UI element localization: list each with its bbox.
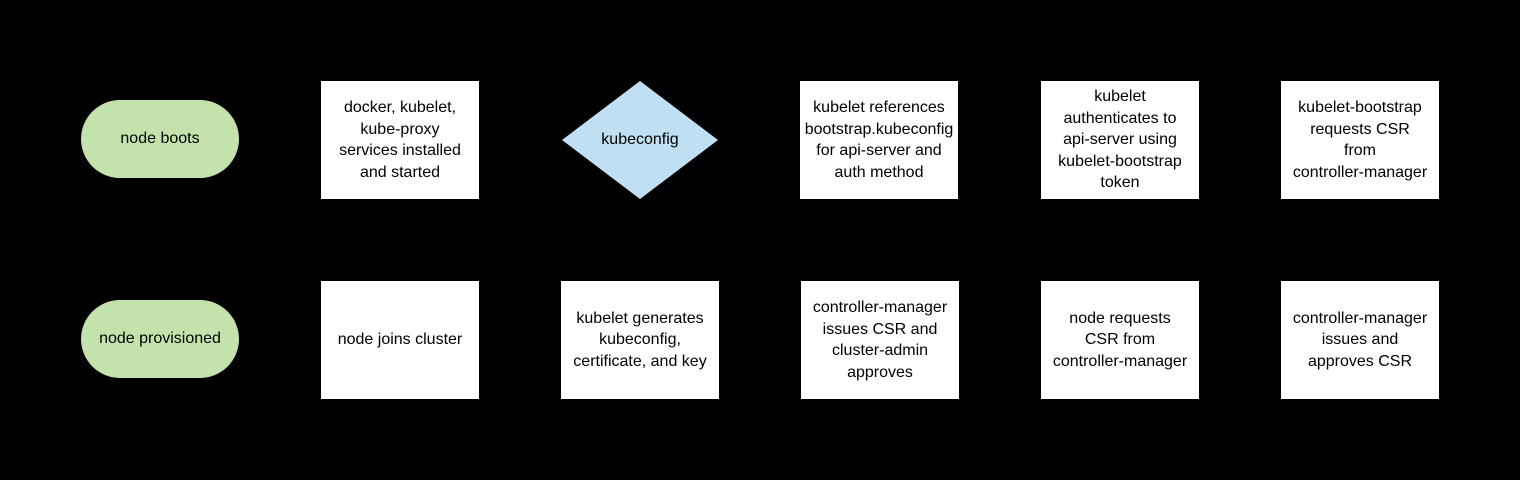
terminator-node-provisioned: node provisioned xyxy=(81,300,239,378)
process-kubelet-authenticates: kubelet authenticates to api-server usin… xyxy=(1041,81,1199,199)
terminator-node-boots: node boots xyxy=(81,100,239,178)
process-controller-manager-issues-csr-cluster-admin-approves: controller-manager issues CSR and cluste… xyxy=(801,281,959,399)
process-node-joins-cluster: node joins cluster xyxy=(321,281,479,399)
process-kubelet-references-bootstrap-kubeconfig: kubelet references bootstrap.kubeconfig … xyxy=(800,81,958,199)
decision-kubeconfig: kubeconfig xyxy=(562,81,718,199)
process-kubelet-generates-kubeconfig: kubelet generates kubeconfig, certificat… xyxy=(561,281,719,399)
process-services-installed: docker, kubelet, kube-proxy services ins… xyxy=(321,81,479,199)
process-controller-manager-issues-and-approves-csr: controller-manager issues and approves C… xyxy=(1281,281,1439,399)
process-kubelet-bootstrap-requests-csr: kubelet-bootstrap requests CSR from cont… xyxy=(1281,81,1439,199)
process-node-requests-csr: node requests CSR from controller-manage… xyxy=(1041,281,1199,399)
